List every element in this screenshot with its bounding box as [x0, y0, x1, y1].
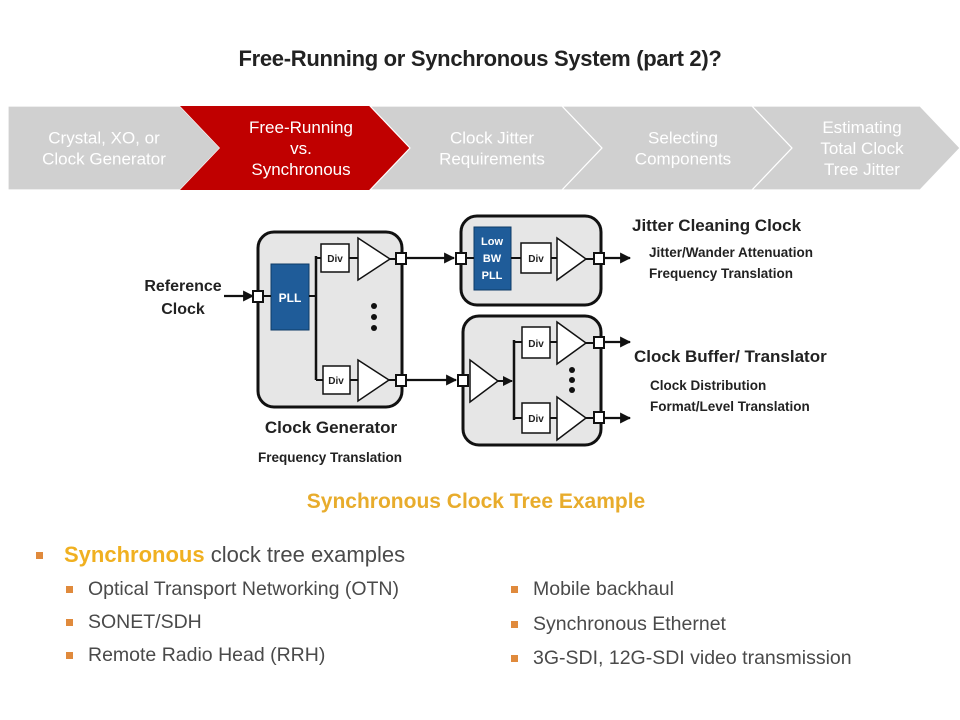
- progress-step-shape: [750, 105, 960, 191]
- low-bw-pll-label-line1: Low: [481, 236, 503, 248]
- output-buffer-triangle: [556, 320, 588, 366]
- jitter-cleaner-title: Jitter Cleaning Clock: [632, 216, 802, 235]
- progress-step-shape: [180, 106, 410, 190]
- ellipsis-dot: [569, 377, 575, 383]
- input-port: [455, 252, 467, 265]
- jitter-cleaner-block: Low BW PLL Div Jitter Cleaning Clock Jit…: [455, 214, 813, 307]
- list-item-text: 3G-SDI, 12G-SDI video transmission: [533, 647, 852, 669]
- highlight-text: Synchronous: [64, 542, 205, 567]
- bullet-square-icon: [66, 652, 73, 659]
- bullet-square-icon: [36, 552, 43, 559]
- list-item-text: Synchronous Ethernet: [533, 612, 726, 635]
- ellipsis-dot: [569, 387, 575, 393]
- output-buffer-triangle: [556, 395, 588, 442]
- jitter-cleaner-feature: Jitter/Wander Attenuation: [649, 245, 813, 260]
- bullet-square-icon: [66, 586, 73, 593]
- bullet-text: clock tree examples: [204, 542, 406, 567]
- list-item-text: Remote Radio Head (RRH): [88, 644, 326, 666]
- ellipsis-dot: [569, 367, 575, 373]
- progress-step-label: Total Clock: [820, 139, 904, 158]
- input-port: [252, 290, 264, 303]
- div-block: [521, 402, 551, 434]
- low-bw-pll-block: [473, 226, 512, 291]
- list-item: Synchronous Ethernet: [511, 613, 852, 648]
- clock-buffer-feature: Clock Distribution: [650, 378, 766, 393]
- list-item-text: Optical Transport Networking (OTN): [88, 578, 400, 600]
- output-port: [395, 252, 407, 265]
- input-port: [457, 374, 469, 387]
- low-bw-pll-label-line2: BW: [483, 253, 502, 265]
- reference-clock-label-line2: Clock: [161, 301, 205, 318]
- slide-title: Free-Running or Synchronous System (part…: [238, 46, 722, 71]
- list-item-text: Mobile backhaul: [533, 578, 674, 600]
- output-port: [593, 336, 605, 349]
- div-block: [322, 365, 351, 395]
- clock-buffer-feature: Format/Level Translation: [650, 399, 810, 414]
- bullet-square-icon: [66, 619, 73, 626]
- bullet-square-icon: [511, 620, 518, 628]
- progress-step-label: Synchronous: [251, 160, 350, 179]
- progress-step-label: Clock Jitter: [450, 129, 534, 148]
- output-buffer-triangle: [357, 358, 391, 403]
- progress-step-label: vs.: [290, 139, 312, 158]
- clock-generator-subtitle: Frequency Translation: [258, 450, 402, 465]
- list-item: Optical Transport Networking (OTN): [66, 578, 399, 611]
- div-label: Div: [327, 254, 343, 265]
- list-item-text: SONET/SDH: [88, 611, 202, 633]
- progress-step-label: Selecting: [648, 129, 718, 148]
- bullet-square-icon: [511, 655, 518, 662]
- output-port: [593, 411, 605, 424]
- pll-block: [270, 263, 310, 331]
- clock-generator-title: Clock Generator: [265, 418, 398, 437]
- clock-buffer-title: Clock Buffer/ Translator: [634, 347, 827, 366]
- clock-generator-block: PLL Div Div Clock Generator Frequency Tr…: [252, 230, 407, 465]
- ellipsis-dot: [371, 303, 377, 309]
- ellipsis-dot: [371, 325, 377, 331]
- progress-step-label: Components: [635, 150, 731, 169]
- progress-step-label: Crystal, XO, or: [48, 129, 160, 148]
- jitter-cleaner-feature: Frequency Translation: [649, 266, 793, 281]
- input-buffer-triangle: [469, 358, 500, 404]
- diagram-caption: Synchronous Clock Tree Example: [306, 490, 646, 513]
- bullet-square-icon: [511, 586, 518, 593]
- output-buffer-triangle: [556, 236, 588, 282]
- output-port: [593, 252, 605, 265]
- bullet-list-right: Mobile backhaul Synchronous Ethernet 3G-…: [511, 578, 852, 682]
- progress-step-label: Estimating: [822, 118, 901, 137]
- div-label: Div: [328, 376, 344, 387]
- list-item: 3G-SDI, 12G-SDI video transmission: [511, 647, 852, 682]
- reference-clock-label-line1: Reference: [144, 278, 221, 295]
- list-item: Remote Radio Head (RRH): [66, 644, 399, 677]
- bullet-list-main: Synchronous clock tree examples: [36, 542, 405, 568]
- div-label: Div: [528, 254, 544, 265]
- progress-steps: Crystal, XO, or Clock Generator Free-Runni…: [7, 105, 960, 191]
- div-label: Div: [528, 339, 544, 350]
- progress-step-label: Clock Generator: [42, 150, 166, 169]
- progress-step-label: Requirements: [439, 150, 545, 169]
- progress-step-label: Tree Jitter: [824, 160, 900, 179]
- div-label: Div: [528, 414, 544, 425]
- bullet-main: Synchronous clock tree examples: [36, 542, 405, 568]
- output-buffer-triangle: [357, 236, 392, 282]
- bullet-list-left: Optical Transport Networking (OTN) SONET…: [66, 578, 399, 677]
- progress-step-active[interactable]: Free-Running vs. Synchronous: [180, 106, 410, 190]
- output-port: [395, 374, 407, 387]
- pll-label: PLL: [279, 291, 302, 305]
- list-item: Mobile backhaul: [511, 578, 852, 613]
- low-bw-pll-label-line3: PLL: [482, 270, 503, 282]
- div-block: [520, 242, 552, 274]
- reference-clock: Reference Clock: [144, 278, 255, 318]
- div-block: [521, 326, 551, 359]
- list-item: SONET/SDH: [66, 611, 399, 644]
- progress-step-label: Free-Running: [249, 118, 353, 137]
- ellipsis-dot: [371, 314, 377, 320]
- clock-buffer-block: Div Div Clock Buffer/ Translator Clock D…: [457, 314, 827, 447]
